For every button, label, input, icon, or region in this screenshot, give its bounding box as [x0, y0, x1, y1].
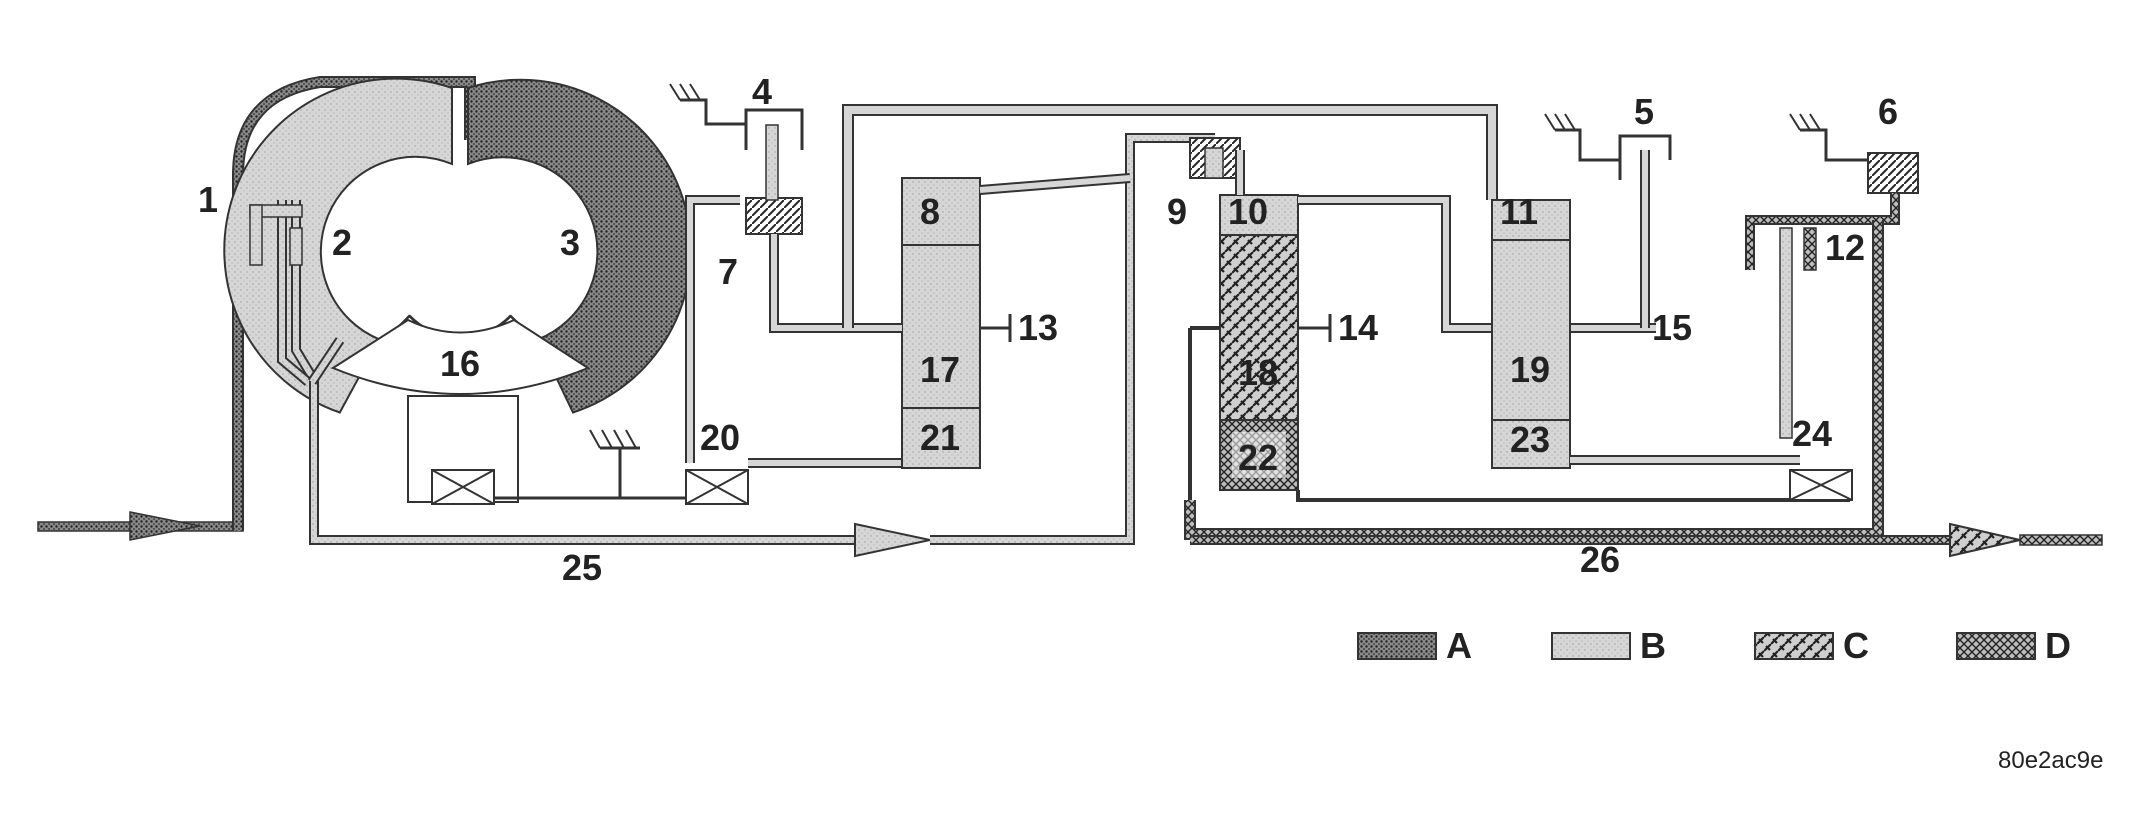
inlet-stream [37, 76, 476, 541]
legend-swatch-c [1754, 632, 1834, 660]
label-6: 6 [1878, 91, 1898, 132]
stage-column-1 [901, 177, 1012, 469]
legend: A B C D [1357, 625, 2071, 666]
valve-1 [249, 204, 303, 266]
label-7: 7 [718, 251, 738, 292]
legend-swatch-b [1551, 632, 1631, 660]
label-20: 20 [700, 417, 740, 458]
bleed-duct-25 [277, 133, 1215, 558]
label-18: 18 [1238, 352, 1278, 393]
legend-label-c: C [1843, 625, 1869, 666]
label-21: 21 [920, 417, 960, 458]
label-17: 17 [920, 349, 960, 390]
label-14: 14 [1338, 307, 1378, 348]
label-9: 9 [1167, 191, 1187, 232]
valve-7 [669, 83, 902, 463]
label-4: 4 [752, 71, 772, 112]
image-code: 80e2ac9e [1998, 747, 2103, 774]
label-24: 24 [1792, 413, 1832, 454]
stage-column-2 [1219, 150, 1332, 491]
label-23: 23 [1510, 419, 1550, 460]
label-1: 1 [198, 179, 218, 220]
legend-label-d: D [2045, 625, 2071, 666]
top-duct [842, 104, 1498, 328]
component-labels: 1 2 3 4 5 6 7 8 9 10 11 12 13 14 15 16 1… [198, 71, 1898, 588]
label-15: 15 [1652, 307, 1692, 348]
label-12: 12 [1825, 227, 1865, 268]
valve-5 [1544, 113, 1672, 328]
valve-6 [1745, 113, 1919, 439]
label-5: 5 [1634, 91, 1654, 132]
label-11: 11 [1500, 191, 1538, 232]
stage-column-3 [1491, 199, 1571, 469]
label-22: 22 [1238, 437, 1278, 478]
bearing-24 [1570, 455, 1853, 501]
legend-swatch-a [1357, 632, 1437, 660]
label-10: 10 [1228, 191, 1268, 232]
label-3: 3 [560, 222, 580, 263]
legend-label-b: B [1640, 625, 1666, 666]
label-8: 8 [920, 191, 940, 232]
label-25: 25 [562, 547, 602, 588]
label-16: 16 [440, 343, 480, 384]
label-2: 2 [332, 222, 352, 263]
label-26: 26 [1580, 539, 1620, 580]
label-19: 19 [1510, 349, 1550, 390]
main-shaft [431, 429, 902, 505]
outlet-stream [1184, 220, 2103, 558]
legend-label-a: A [1446, 625, 1472, 666]
label-13: 13 [1018, 307, 1058, 348]
valve-9 [1189, 137, 1241, 179]
legend-swatch-d [1956, 632, 2036, 660]
